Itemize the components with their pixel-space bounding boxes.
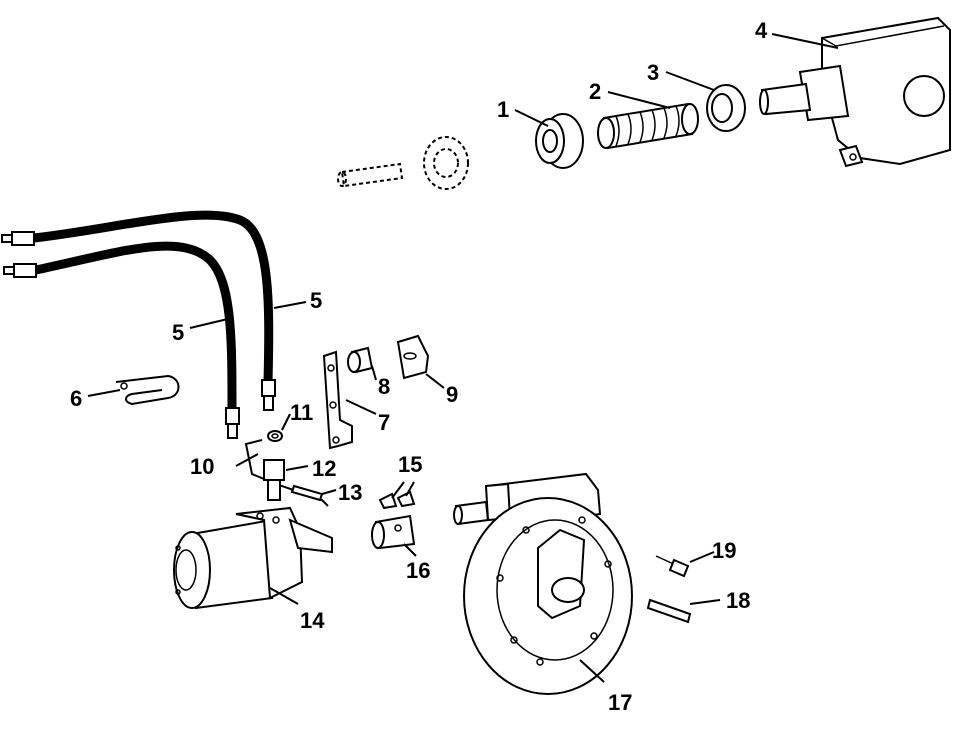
label-18: 18 — [726, 588, 750, 613]
label-9: 9 — [446, 382, 458, 407]
part-7-bracket — [322, 350, 353, 450]
part-16-coupling-sleeve — [371, 514, 416, 550]
dashed-shaft — [337, 162, 404, 188]
label-16: 16 — [406, 558, 430, 583]
part-9-small-bracket — [396, 334, 430, 380]
part-11-cap — [267, 430, 283, 442]
label-11: 11 — [290, 400, 313, 425]
label-12: 12 — [312, 456, 336, 481]
part-labels: 1 2 3 4 5 5 6 7 8 9 10 11 12 13 14 15 16… — [70, 18, 768, 715]
label-10: 10 — [190, 454, 214, 479]
label-5-right: 5 — [310, 288, 322, 313]
label-2: 2 — [589, 79, 601, 104]
part-19-bolt — [655, 555, 690, 578]
label-15: 15 — [398, 452, 422, 477]
hose-fitting-bottom-right — [261, 379, 276, 411]
label-19: 19 — [712, 538, 736, 563]
dashed-gear — [423, 136, 469, 190]
part-12-fitting — [263, 459, 285, 501]
part-13-pin — [290, 484, 324, 502]
part-1-coupler — [535, 113, 584, 169]
part-2-spring — [597, 102, 699, 150]
part-17-pump-housing — [453, 472, 633, 695]
part-18-key-bar — [646, 598, 692, 624]
label-3: 3 — [647, 60, 659, 85]
label-13: 13 — [338, 480, 362, 505]
part-5-hoses — [1, 210, 276, 439]
label-8: 8 — [378, 374, 390, 399]
label-4: 4 — [755, 18, 768, 43]
hose-fitting-left-bottom — [3, 263, 37, 278]
part-6-clip — [115, 374, 180, 406]
hose-fitting-left-top — [1, 231, 35, 246]
label-7: 7 — [378, 410, 390, 435]
label-14: 14 — [300, 608, 325, 633]
part-4-gearbox-housing — [759, 16, 951, 168]
part-3-washer — [706, 84, 746, 132]
leader-lines — [87, 33, 839, 683]
part-8-bushing — [347, 346, 374, 374]
part-15-keys — [378, 490, 416, 510]
label-17: 17 — [608, 690, 632, 715]
hose-fitting-bottom-left — [225, 407, 240, 439]
label-6: 6 — [70, 386, 82, 411]
part-14-hydraulic-motor — [173, 506, 333, 610]
label-5-left: 5 — [172, 320, 184, 345]
label-1: 1 — [497, 97, 509, 122]
